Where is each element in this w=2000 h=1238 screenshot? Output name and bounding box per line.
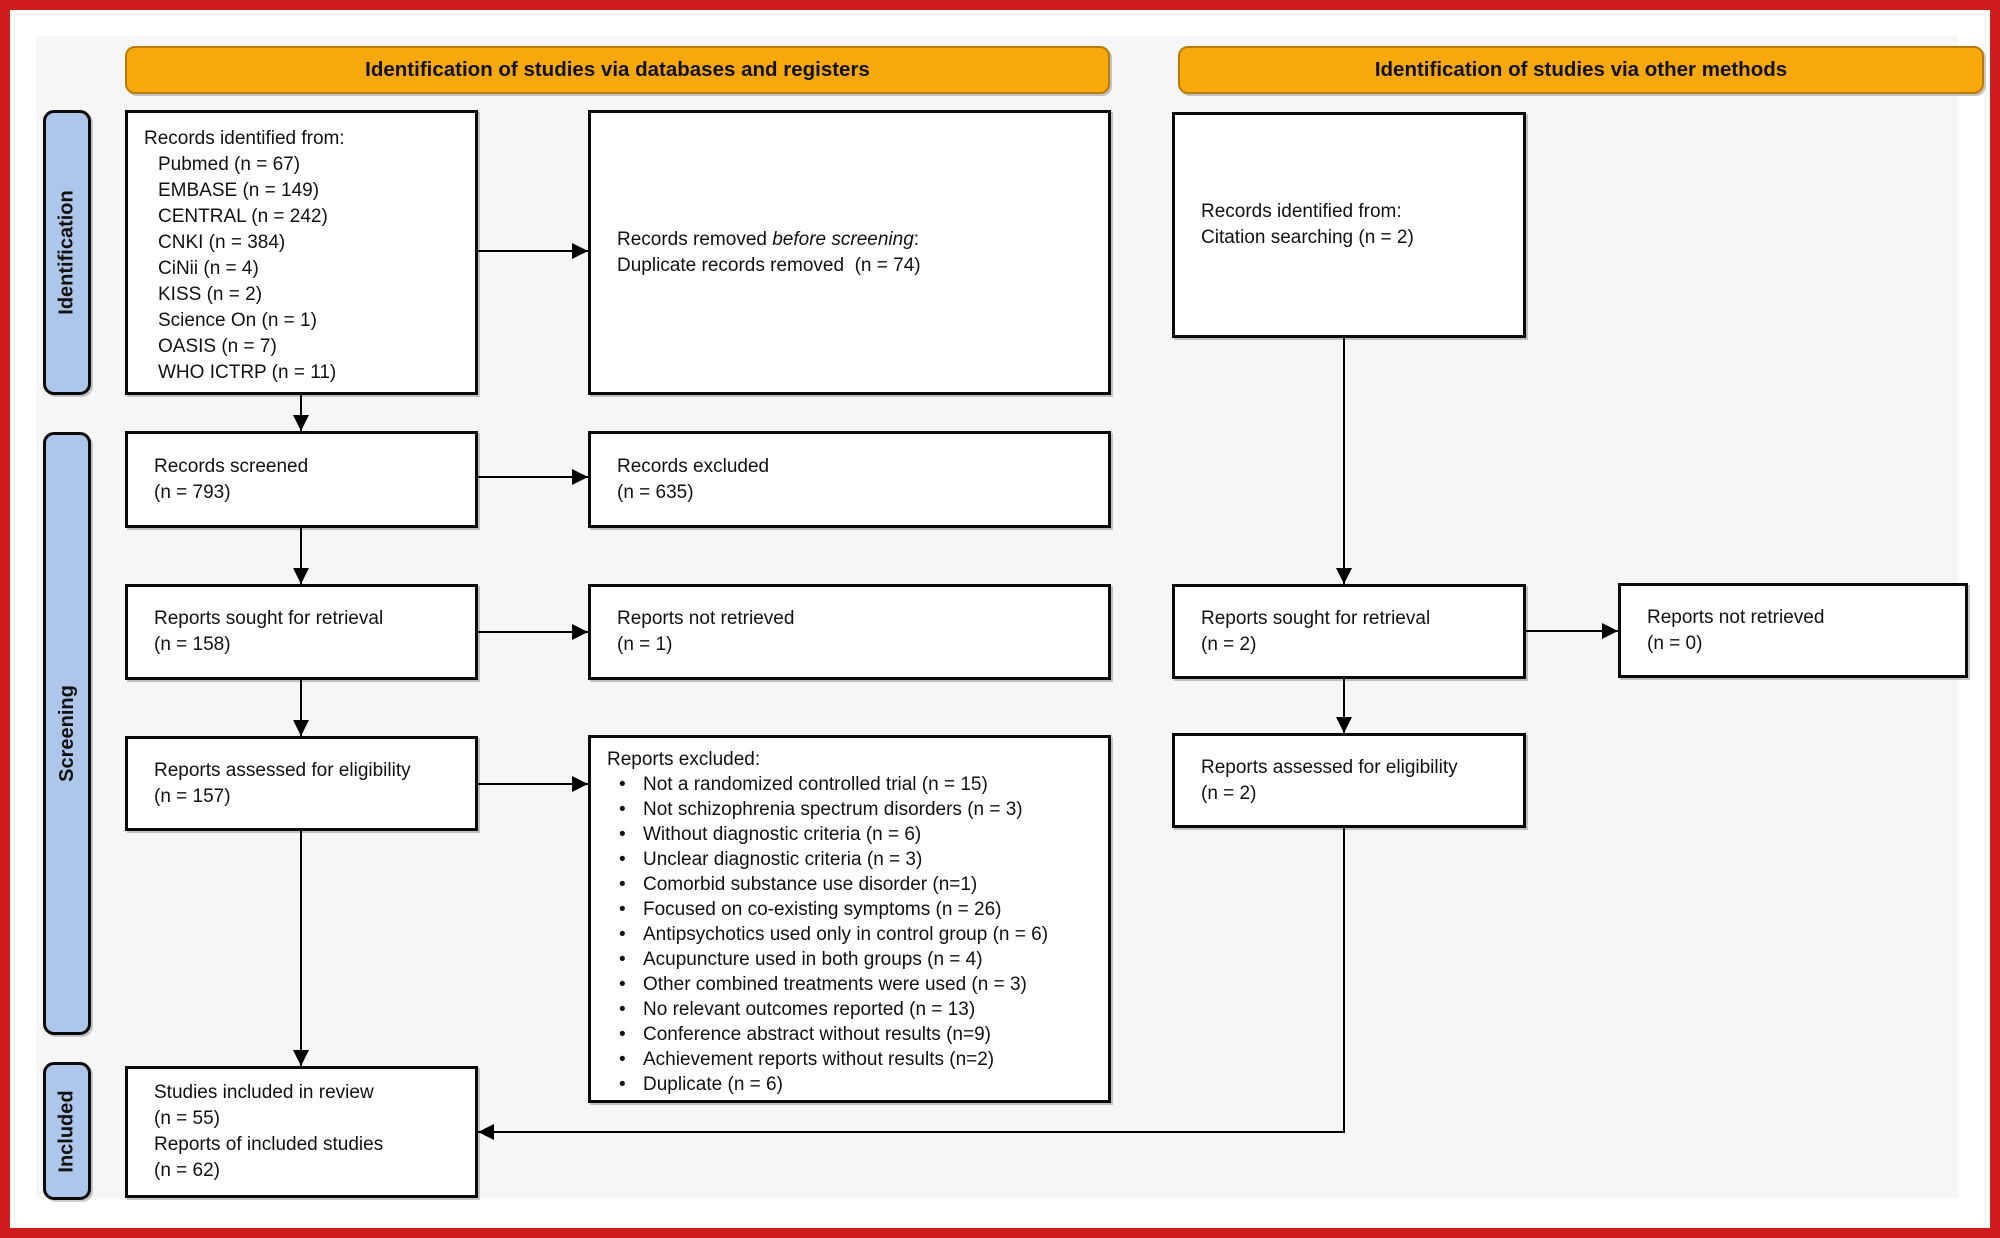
box-records-excluded: Records excluded (n = 635)	[588, 431, 1111, 528]
arrow-citation-to-sought-other	[1343, 338, 1345, 584]
arrow-screened-to-sought	[300, 528, 302, 584]
bullet-icon: •	[619, 949, 626, 970]
bullet-icon: •	[619, 1074, 626, 1095]
arrow-identified-to-removed	[478, 250, 588, 252]
stage-included: Included	[43, 1062, 91, 1200]
exclusion-reason-row: • No relevant outcomes reported (n = 13)	[607, 997, 1102, 1022]
records-removed-suffix: :	[913, 228, 920, 250]
bullet-icon: •	[619, 1024, 626, 1045]
arrow-assessed-to-excluded-reasons	[478, 783, 588, 785]
box-studies-included: Studies included in review (n = 55) Repo…	[125, 1066, 478, 1198]
database-source-item: OASIS (n = 7)	[158, 336, 277, 357]
exclusion-reason-text: Focused on co-existing symptoms (n = 26)	[643, 899, 1002, 920]
arrow-assessed-to-included	[300, 831, 302, 1066]
exclusion-reason-text: Achievement reports without results (n=2…	[643, 1049, 995, 1070]
database-source-item: Science On (n = 1)	[158, 310, 317, 331]
exclusion-reason-text: Without diagnostic criteria (n = 6)	[643, 824, 922, 845]
exclusion-reason-row: • Conference abstract without results (n…	[607, 1022, 1102, 1047]
box-reports-excluded-reasons: Reports excluded: • Not a randomized con…	[588, 735, 1111, 1103]
exclusion-reason-text: Conference abstract without results (n=9…	[643, 1024, 991, 1045]
records-removed-line: Records removed before screening:	[617, 227, 1098, 253]
bullet-icon: •	[619, 824, 626, 845]
banner-databases-label: Identification of studies via databases …	[365, 58, 870, 81]
exclusion-reason-row: • Achievement reports without results (n…	[607, 1047, 1102, 1072]
exclusion-reason-text: Duplicate (n = 6)	[643, 1074, 783, 1095]
records-identified-title: Records identified from:	[144, 128, 345, 149]
bullet-icon: •	[619, 849, 626, 870]
records-removed-prefix: Records removed	[617, 228, 773, 250]
exclusion-reason-text: Unclear diagnostic criteria (n = 3)	[643, 849, 923, 870]
exclusion-reason-row: • Unclear diagnostic criteria (n = 3)	[607, 847, 1102, 872]
banner-other-label: Identification of studies via other meth…	[1374, 58, 1788, 81]
exclusion-reason-text: Not a randomized controlled trial (n = 1…	[643, 774, 988, 795]
bullet-icon: •	[619, 999, 626, 1020]
arrow-sought-to-assessed	[300, 680, 302, 736]
exclusion-reason-text: Other combined treatments were used (n =…	[643, 974, 1027, 995]
records-removed-italic: before screening	[772, 228, 914, 250]
database-source-list: Pubmed (n = 67) EMBASE (n = 149) CENTRAL (…	[144, 152, 467, 386]
bullet-icon: •	[619, 1049, 626, 1070]
exclusion-reason-row: • Focused on co-existing symptoms (n = 2…	[607, 897, 1102, 922]
exclusion-reason-text: Not schizophrenia spectrum disorders (n …	[643, 799, 1023, 820]
exclusion-reason-row: • Not schizophrenia spectrum disorders (…	[607, 797, 1102, 822]
duplicates-removed-line: Duplicate records removed (n = 74)	[617, 254, 921, 276]
stage-identification-label: Identification	[55, 190, 78, 315]
arrow-screened-to-excluded	[478, 476, 588, 478]
box-reports-not-retrieved-other: Reports not retrieved (n = 0)	[1618, 583, 1968, 678]
database-source-item: Pubmed (n = 67)	[158, 154, 301, 175]
box-reports-not-retrieved-databases: Reports not retrieved (n = 1)	[588, 584, 1111, 680]
database-source-item: CENTRAL (n = 242)	[158, 206, 328, 227]
exclusion-reason-text: Acupuncture used in both groups (n = 4)	[643, 949, 983, 970]
box-records-removed-before-screening: Records removed before screening: Duplic…	[588, 110, 1111, 395]
arrow-sought-other-to-assessed-other	[1343, 679, 1345, 733]
exclusion-reason-text: Antipsychotics used only in control grou…	[643, 924, 1049, 945]
stage-screening: Screening	[43, 432, 91, 1035]
exclusion-reason-text: Comorbid substance use disorder (n=1)	[643, 874, 978, 895]
exclusion-reason-row: • Acupuncture used in both groups (n = 4…	[607, 947, 1102, 972]
exclusion-reason-row: • Without diagnostic criteria (n = 6)	[607, 822, 1102, 847]
banner-other-methods: Identification of studies via other meth…	[1178, 46, 1984, 94]
exclusion-reason-row: • Duplicate (n = 6)	[607, 1072, 1102, 1097]
arrow-sought-other-to-not-retrieved	[1526, 630, 1618, 632]
bullet-icon: •	[619, 899, 626, 920]
database-source-item: CNKI (n = 384)	[158, 232, 286, 253]
bullet-icon: •	[619, 874, 626, 895]
box-reports-assessed-other: Reports assessed for eligibility (n = 2)	[1172, 733, 1526, 828]
exclusion-reason-list: • Not a randomized controlled trial (n =…	[607, 772, 1102, 1097]
reports-excluded-title: Reports excluded:	[607, 749, 761, 770]
bullet-icon: •	[619, 799, 626, 820]
exclusion-reason-row: • Comorbid substance use disorder (n=1)	[607, 872, 1102, 897]
bullet-icon: •	[619, 774, 626, 795]
box-reports-sought-other: Reports sought for retrieval (n = 2)	[1172, 584, 1526, 679]
box-records-identified-other: Records identified from: Citation search…	[1172, 112, 1526, 338]
arrow-assessed-other-to-included	[478, 1131, 1345, 1133]
exclusion-reason-row: • Antipsychotics used only in control gr…	[607, 922, 1102, 947]
database-source-item: CiNii (n = 4)	[158, 258, 259, 279]
database-source-item: KISS (n = 2)	[158, 284, 263, 305]
stage-screening-label: Screening	[55, 685, 78, 782]
stage-included-label: Included	[55, 1089, 78, 1173]
banner-databases-registers: Identification of studies via databases …	[125, 46, 1110, 94]
arrow-assessed-other-elbow-vertical	[1343, 828, 1345, 1133]
box-records-identified-databases: Records identified from: Pubmed (n = 67)…	[125, 110, 478, 395]
stage-identification: Identification	[43, 110, 91, 395]
exclusion-reason-text: No relevant outcomes reported (n = 13)	[643, 999, 976, 1020]
arrow-sought-to-not-retrieved	[478, 631, 588, 633]
exclusion-reason-row: • Not a randomized controlled trial (n =…	[607, 772, 1102, 797]
bullet-icon: •	[619, 924, 626, 945]
box-reports-sought-databases: Reports sought for retrieval (n = 158)	[125, 584, 478, 680]
bullet-icon: •	[619, 974, 626, 995]
box-reports-assessed-databases: Reports assessed for eligibility (n = 15…	[125, 736, 478, 831]
box-records-screened: Records screened (n = 793)	[125, 431, 478, 528]
exclusion-reason-row: • Other combined treatments were used (n…	[607, 972, 1102, 997]
database-source-item: EMBASE (n = 149)	[158, 180, 320, 201]
database-source-item: WHO ICTRP (n = 11)	[158, 362, 337, 383]
arrow-identified-to-screened	[300, 395, 302, 431]
